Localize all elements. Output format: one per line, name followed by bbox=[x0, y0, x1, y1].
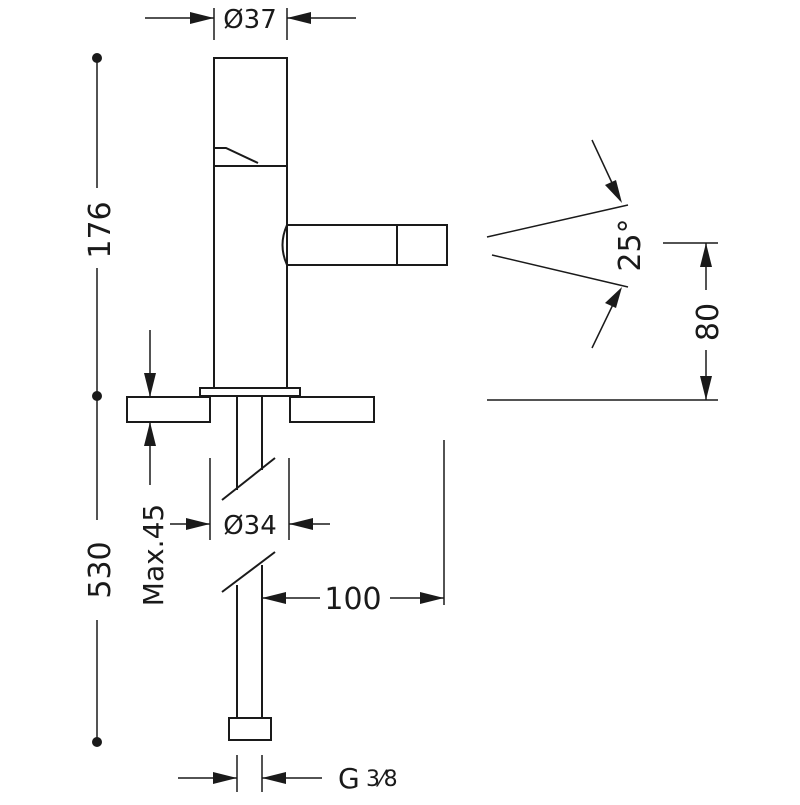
dimension-spout-reach: 100 bbox=[262, 440, 445, 617]
faucet-base bbox=[199, 387, 301, 397]
countertop-left bbox=[126, 396, 211, 423]
dimension-max-thickness: Max.45 bbox=[137, 330, 170, 606]
spout-aerator bbox=[396, 224, 448, 266]
spout-reach-label: 100 bbox=[324, 582, 381, 617]
hose-connector bbox=[228, 717, 272, 741]
faucet-spout bbox=[281, 224, 398, 266]
dimension-spout-diameter: Ø37 bbox=[145, 5, 356, 40]
dimension-hole-diameter: Ø34 bbox=[170, 458, 330, 541]
dimension-left-vertical: 176 530 bbox=[83, 53, 118, 747]
handle-notch bbox=[214, 147, 259, 164]
connection-fraction-label: 3⁄8 bbox=[366, 767, 398, 792]
spout-diameter-label: Ø37 bbox=[223, 5, 277, 35]
spray-angle-label: 25° bbox=[613, 218, 648, 271]
faucet-body bbox=[199, 57, 448, 397]
faucet-column bbox=[213, 165, 288, 389]
hose-break-top bbox=[221, 457, 276, 501]
dimension-spout-height: 80 bbox=[487, 242, 726, 401]
countertop-right bbox=[289, 396, 375, 423]
dimension-spray-angle: 25° bbox=[486, 139, 648, 349]
connection-label: G bbox=[338, 762, 360, 795]
max-thickness-label: Max.45 bbox=[137, 504, 170, 606]
hose-length-label: 530 bbox=[83, 541, 118, 598]
hole-diameter-label: Ø34 bbox=[223, 511, 277, 541]
hose-break-bottom bbox=[221, 551, 276, 593]
dimension-connection-thread: G 3⁄8 bbox=[178, 755, 398, 795]
supply-hose bbox=[221, 396, 276, 741]
total-height-label: 176 bbox=[83, 201, 118, 258]
countertop bbox=[126, 396, 375, 423]
spout-height-label: 80 bbox=[691, 303, 726, 341]
faucet-handle bbox=[213, 57, 288, 167]
